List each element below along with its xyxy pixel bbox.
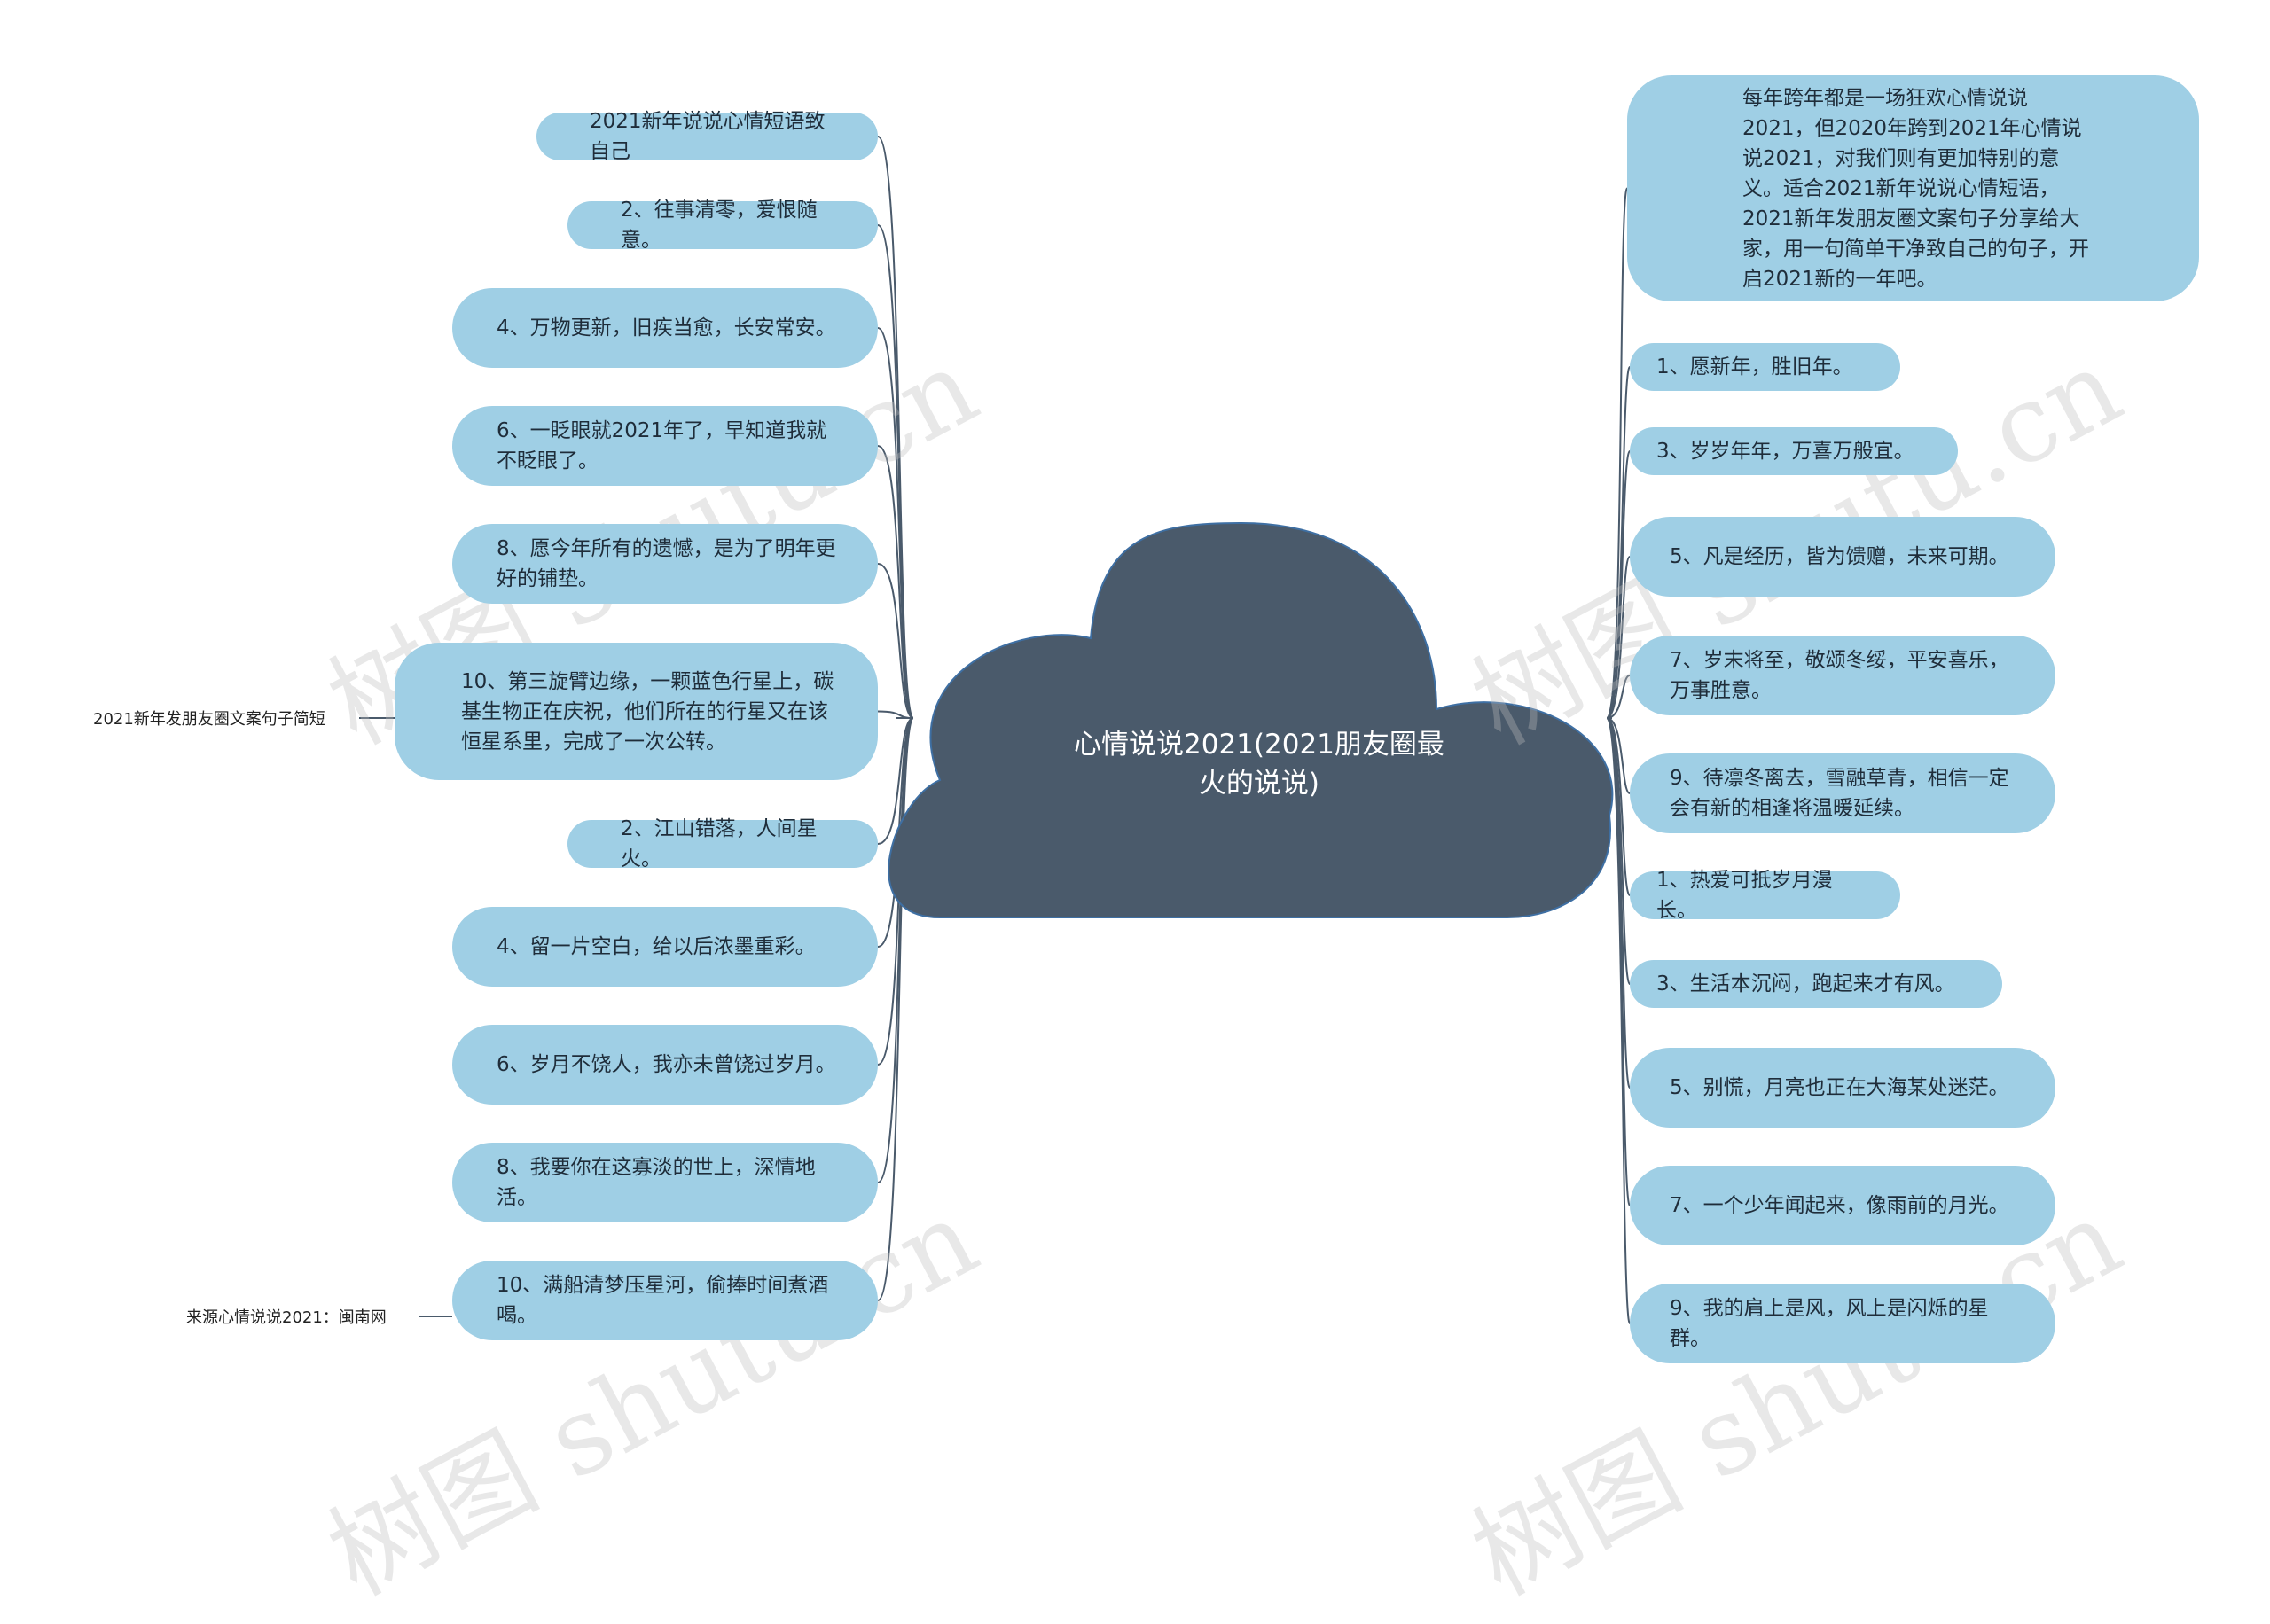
- connector-left-5: [877, 563, 914, 719]
- right-node-10[interactable]: 7、一个少年闻起来，像雨前的月光。: [1630, 1166, 2055, 1245]
- left-node-4[interactable]: 6、一眨眼就2021年了，早知道我就不眨眼了。: [452, 406, 878, 486]
- center-title: 心情说说2021(2021朋友圈最火的说说): [1074, 729, 1444, 800]
- right-node-text: 9、我的肩上是风，风上是闪烁的星群。: [1670, 1297, 1989, 1350]
- connector-right-11: [1606, 717, 1631, 1324]
- right-node-text: 每年跨年都是一场狂欢心情说说2021，但2020年跨到2021年心情说说2021…: [1742, 86, 2089, 291]
- left-node-10[interactable]: 8、我要你在这寡淡的世上，深情地活。: [452, 1143, 878, 1222]
- connector-right-5: [1606, 675, 1631, 719]
- right-node-text: 1、热爱可抵岁月漫长。: [1656, 869, 1833, 922]
- left-node-text: 10、第三旋臂边缘，一颗蓝色行星上，碳基生物正在庆祝，他们所在的行星又在该恒星系…: [461, 669, 834, 753]
- connector-left-7: [877, 717, 914, 845]
- left-node-text: 2、江山错落，人间星火。: [621, 817, 818, 871]
- left-node-text: 8、我要你在这寡淡的世上，深情地活。: [497, 1156, 816, 1209]
- right-node-text: 9、待凛冬离去，雪融草青，相信一定会有新的相逢将温暖延续。: [1670, 767, 2009, 820]
- side-label-left-11: 来源心情说说2021：闽南网: [186, 1308, 387, 1327]
- left-node-5[interactable]: 8、愿今年所有的遗憾，是为了明年更好的铺垫。: [452, 524, 878, 604]
- right-node-5[interactable]: 7、岁末将至，敬颂冬绥，平安喜乐，万事胜意。: [1630, 636, 2055, 715]
- right-node-6[interactable]: 9、待凛冬离去，雪融草青，相信一定会有新的相逢将温暖延续。: [1630, 753, 2055, 833]
- left-node-9[interactable]: 6、岁月不饶人，我亦未曾饶过岁月。: [452, 1025, 878, 1105]
- connector-right-2: [1606, 366, 1631, 719]
- right-node-8[interactable]: 3、生活本沉闷，跑起来才有风。: [1630, 960, 2002, 1008]
- right-node-text: 5、凡是经历，皆为馈赠，未来可期。: [1670, 545, 2009, 568]
- left-node-text: 8、愿今年所有的遗憾，是为了明年更好的铺垫。: [497, 537, 836, 590]
- connector-right-6: [1606, 717, 1631, 794]
- left-node-3[interactable]: 4、万物更新，旧疾当愈，长安常安。: [452, 288, 878, 368]
- left-node-text: 2、往事清零，爱恨随意。: [621, 199, 818, 252]
- right-node-11[interactable]: 9、我的肩上是风，风上是闪烁的星群。: [1630, 1284, 2055, 1363]
- connector-left-4: [877, 445, 914, 719]
- left-node-text: 6、一眨眼就2021年了，早知道我就不眨眼了。: [497, 419, 827, 472]
- connector-left-11: [877, 717, 914, 1301]
- connector-right-1: [1606, 187, 1628, 719]
- side-label-left-6: 2021新年发朋友圈文案句子简短: [93, 710, 325, 729]
- right-node-3[interactable]: 3、岁岁年年，万喜万般宜。: [1630, 427, 1958, 475]
- left-node-text: 10、满船清梦压星河，偷捧时间煮酒喝。: [497, 1274, 829, 1327]
- connector-right-8: [1606, 717, 1631, 985]
- left-node-text: 4、留一片空白，给以后浓墨重彩。: [497, 935, 816, 958]
- connector-left-3: [877, 327, 914, 719]
- connector-right-4: [1606, 556, 1631, 719]
- connector-right-9: [1606, 717, 1631, 1089]
- right-node-4[interactable]: 5、凡是经历，皆为馈赠，未来可期。: [1630, 517, 2055, 597]
- left-node-11[interactable]: 10、满船清梦压星河，偷捧时间煮酒喝。: [452, 1261, 878, 1340]
- right-node-text: 1、愿新年，胜旧年。: [1656, 355, 1853, 379]
- right-node-9[interactable]: 5、别慌，月亮也正在大海某处迷茫。: [1630, 1048, 2055, 1128]
- connector-right-3: [1606, 450, 1631, 719]
- right-node-text: 7、岁末将至，敬颂冬绥，平安喜乐，万事胜意。: [1670, 649, 2009, 702]
- center-cloud[interactable]: [888, 521, 1614, 918]
- left-node-text: 6、岁月不饶人，我亦未曾饶过岁月。: [497, 1053, 836, 1076]
- right-node-text: 5、别慌，月亮也正在大海某处迷茫。: [1670, 1076, 2009, 1099]
- left-node-8[interactable]: 4、留一片空白，给以后浓墨重彩。: [452, 907, 878, 987]
- right-node-text: 3、岁岁年年，万喜万般宜。: [1656, 440, 1914, 463]
- left-node-7[interactable]: 2、江山错落，人间星火。: [568, 817, 878, 871]
- right-node-text: 7、一个少年闻起来，像雨前的月光。: [1670, 1194, 2009, 1217]
- left-node-text: 2021新年说说心情短语致自己: [590, 110, 826, 163]
- right-node-2[interactable]: 1、愿新年，胜旧年。: [1630, 343, 1900, 391]
- left-node-6[interactable]: 10、第三旋臂边缘，一颗蓝色行星上，碳基生物正在庆祝，他们所在的行星又在该恒星系…: [395, 643, 878, 780]
- left-node-2[interactable]: 2、往事清零，爱恨随意。: [568, 199, 878, 252]
- right-node-text: 3、生活本沉闷，跑起来才有风。: [1656, 972, 1955, 995]
- left-node-text: 4、万物更新，旧疾当愈，长安常安。: [497, 316, 836, 340]
- right-node-7[interactable]: 1、热爱可抵岁月漫长。: [1630, 869, 1900, 922]
- left-node-1[interactable]: 2021新年说说心情短语致自己: [536, 110, 878, 163]
- mind-map-canvas: [359, 136, 1631, 1324]
- right-node-1[interactable]: 每年跨年都是一场狂欢心情说说2021，但2020年跨到2021年心情说说2021…: [1627, 75, 2199, 301]
- connector-lines: [359, 136, 1631, 1324]
- connector-right-7: [1606, 717, 1631, 896]
